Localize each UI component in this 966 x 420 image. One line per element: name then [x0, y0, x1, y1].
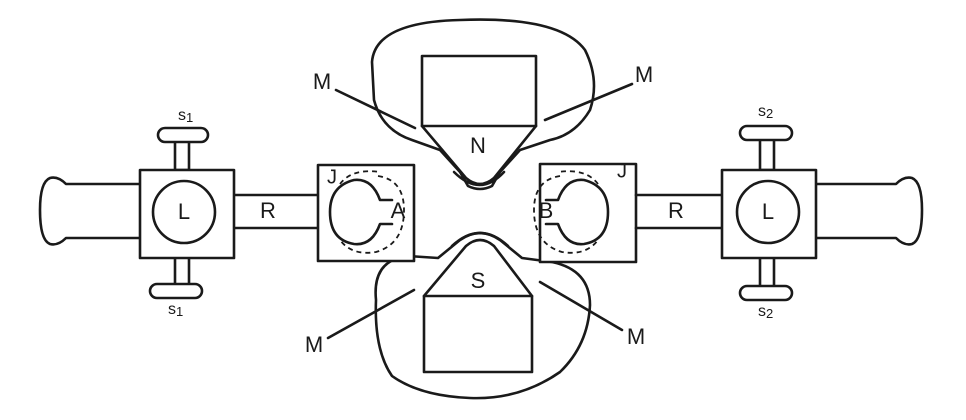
label-s2-top: s2: [758, 103, 773, 121]
left-upper-screw-head: [156, 126, 210, 144]
right-c-crystal: [544, 178, 610, 246]
label-m-bottom-right: M: [627, 324, 645, 349]
left-handle: [38, 176, 142, 246]
label-l-left: L: [178, 199, 190, 224]
label-j-right: J: [617, 160, 627, 182]
right-assembly: J B R s2 s2 L: [533, 103, 924, 321]
label-m-top-left: M: [313, 69, 331, 94]
label-s2-bottom: s2: [758, 303, 773, 321]
right-upper-screw-head: [738, 124, 794, 142]
right-lower-screw-stem: [758, 254, 776, 290]
leader-m-bottom-left: [326, 288, 416, 340]
label-b: B: [539, 198, 554, 223]
m-labels: M M M M: [305, 62, 653, 357]
leader-m-top-left: [334, 88, 417, 130]
south-pole-piece: S: [374, 231, 592, 400]
label-s1-bottom: s1: [168, 301, 183, 319]
north-pole-piece: N: [370, 18, 596, 191]
label-l-right: L: [762, 199, 774, 224]
leader-m-bottom-right: [538, 280, 624, 332]
right-handle: [814, 176, 924, 246]
label-j-left: J: [327, 166, 337, 188]
left-lower-screw-stem: [173, 254, 191, 288]
label-s1-top: s1: [178, 107, 193, 125]
right-lens-circle: [735, 179, 801, 245]
left-lens-circle: [151, 179, 217, 245]
label-a: A: [391, 198, 406, 223]
label-m-bottom-left: M: [305, 332, 323, 357]
left-assembly: R s1 s1 L J A: [38, 107, 416, 319]
leader-m-top-right: [543, 82, 634, 122]
label-r-right: R: [668, 198, 684, 223]
label-r-left: R: [260, 198, 276, 223]
label-s: S: [471, 268, 486, 293]
left-lower-screw-head: [148, 282, 204, 300]
label-m-top-right: M: [635, 62, 653, 87]
left-upper-screw-stem: [173, 138, 191, 172]
label-n: N: [470, 133, 486, 158]
left-c-crystal: [328, 178, 394, 246]
north-magnet-block: [420, 54, 538, 128]
right-lower-screw-head: [738, 284, 794, 302]
south-pole-tip: [450, 231, 510, 248]
south-magnet-block: [422, 294, 534, 374]
